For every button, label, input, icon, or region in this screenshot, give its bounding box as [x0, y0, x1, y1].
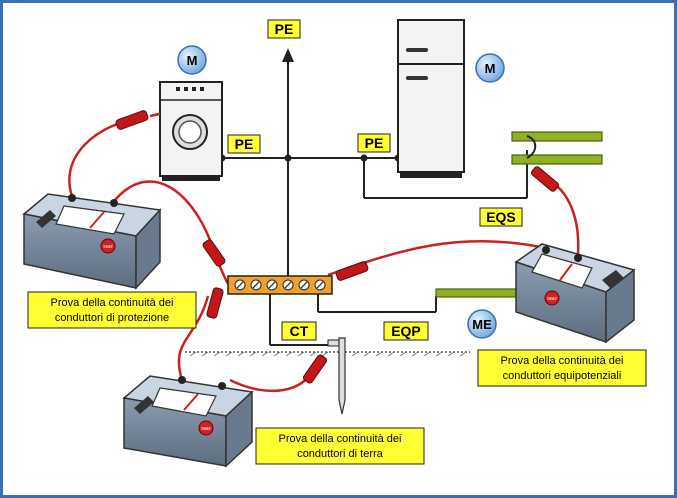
- svg-text:Prova della continuità dei: Prova della continuità dei: [279, 433, 402, 445]
- ground-surface: [185, 351, 470, 357]
- motor-badge-left: M: [177, 45, 207, 75]
- svg-text:TEST: TEST: [547, 296, 558, 301]
- junction-dot: [360, 154, 368, 162]
- meter-needle: [559, 263, 573, 281]
- label-eqs: EQS: [479, 207, 523, 227]
- terminal-socket: [178, 376, 186, 384]
- svg-text:EQP: EQP: [391, 323, 421, 339]
- continuity-tester-earth: TEST: [122, 375, 254, 468]
- pe-up-arrow: [282, 48, 294, 62]
- label-ct: CT: [281, 321, 317, 341]
- motor-label: M: [187, 53, 198, 68]
- meter-needle: [183, 393, 199, 411]
- test-button: [198, 420, 214, 436]
- svg-text:Prova della continuità dei: Prova della continuità dei: [51, 297, 174, 309]
- caption-protezione: Prova della continuità dei conduttori di…: [27, 291, 197, 329]
- meter-scale: [151, 387, 217, 417]
- terminal-socket: [218, 382, 226, 390]
- svg-text:Prova della continuità dei: Prova della continuità dei: [501, 355, 624, 367]
- caption-equipotenziali: Prova della continuità dei conduttori eq…: [477, 349, 647, 387]
- terminal-socket: [110, 199, 118, 207]
- meter-needle: [89, 211, 105, 229]
- test-button: [100, 238, 116, 254]
- svg-text:TEST: TEST: [201, 426, 212, 431]
- label-eqp: EQP: [383, 321, 429, 341]
- svg-text:conduttori equipotenziali: conduttori equipotenziali: [503, 370, 622, 382]
- me-badge: ME: [467, 309, 497, 339]
- svg-text:PE: PE: [235, 136, 254, 152]
- svg-text:CT: CT: [290, 323, 309, 339]
- label-pe-top: PE: [267, 19, 301, 39]
- motor-badge-right: M: [475, 53, 505, 83]
- svg-text:PE: PE: [365, 135, 384, 151]
- svg-text:conduttori di terra: conduttori di terra: [297, 448, 383, 460]
- continuity-tester-protection: TEST: [22, 193, 162, 290]
- rotary-switch: [134, 396, 154, 414]
- meter-scale: [531, 253, 593, 289]
- svg-text:TEST: TEST: [103, 244, 114, 249]
- terminal-socket: [574, 254, 582, 262]
- washing-machine: [159, 81, 223, 181]
- rotary-switch: [602, 270, 624, 288]
- rotary-switch: [36, 210, 56, 228]
- earth-electrode: [327, 337, 346, 415]
- caption-terra: Prova della continuità dei conduttori di…: [255, 427, 425, 465]
- svg-text:PE: PE: [275, 21, 294, 37]
- test-button: [544, 290, 560, 306]
- probe-handles: [115, 110, 559, 384]
- motor-label: M: [485, 61, 496, 76]
- label-pe-left: PE: [227, 134, 261, 154]
- meter-scale: [55, 205, 125, 235]
- protective-conductor-network: [222, 52, 528, 346]
- continuity-tester-equipotential: TEST: [514, 243, 636, 344]
- refrigerator: [397, 19, 465, 178]
- me-label: ME: [472, 317, 492, 332]
- svg-text:EQS: EQS: [486, 209, 516, 225]
- terminal-socket: [542, 246, 550, 254]
- terminal-socket: [68, 194, 76, 202]
- svg-text:conduttori di protezione: conduttori di protezione: [55, 312, 169, 324]
- main-earthing-terminal: [227, 275, 333, 295]
- junction-dot: [284, 154, 292, 162]
- label-pe-right: PE: [357, 133, 391, 153]
